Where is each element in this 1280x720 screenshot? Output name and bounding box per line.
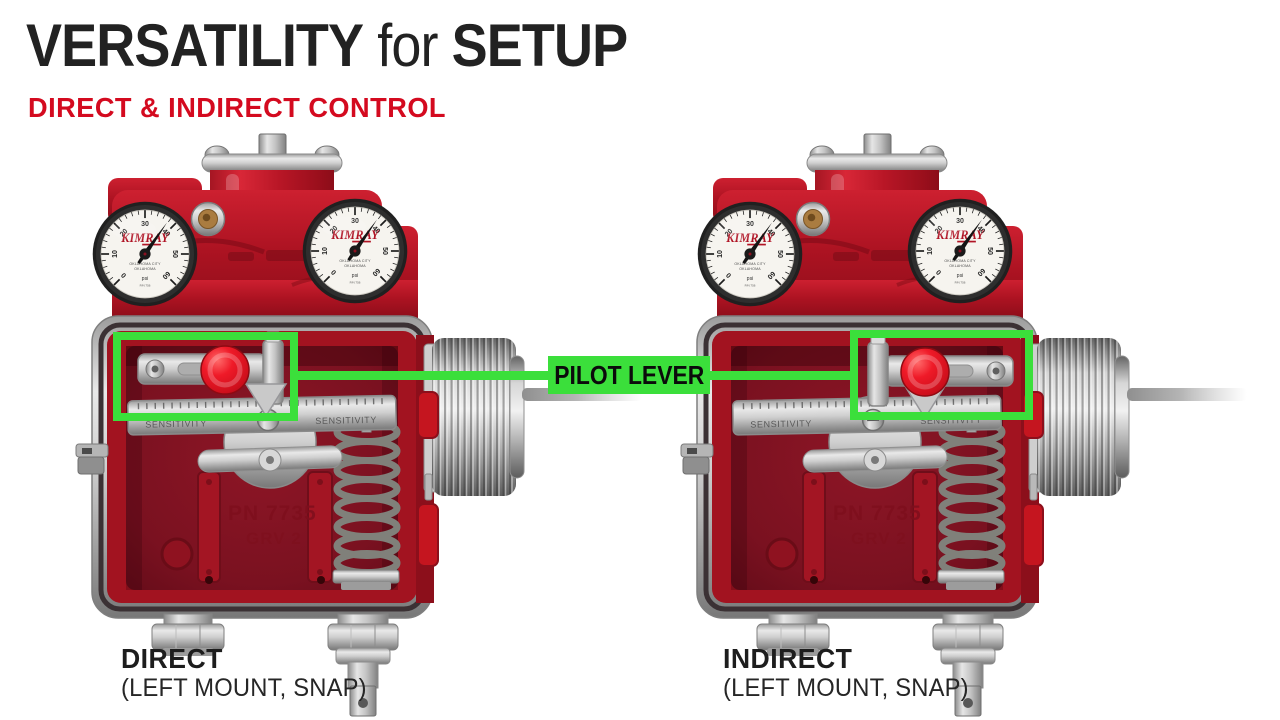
title-word-for: for (377, 12, 438, 79)
page-title: VERSATILITY for SETUP (26, 16, 628, 76)
caption-indirect-title: INDIRECT (723, 643, 853, 674)
caption-direct-subtitle: (LEFT MOUNT, SNAP) (121, 674, 367, 702)
caption-direct: DIRECT (LEFT MOUNT, SNAP) (121, 644, 367, 703)
title-word-setup: SETUP (451, 12, 628, 79)
caption-indirect: INDIRECT (LEFT MOUNT, SNAP) (723, 644, 969, 703)
caption-direct-title: DIRECT (121, 643, 223, 674)
title-word-versatility: VERSATILITY (26, 12, 364, 79)
regulator-direct (80, 130, 655, 720)
pilot-lever-callout: PILOT LEVER (548, 356, 710, 394)
caption-indirect-subtitle: (LEFT MOUNT, SNAP) (723, 674, 969, 702)
regulator-indirect (685, 130, 1260, 720)
callout-line-left (294, 371, 552, 380)
highlight-box-direct-lever (113, 332, 298, 421)
pilot-lever-label: PILOT LEVER (553, 359, 705, 390)
page-subtitle: DIRECT & INDIRECT CONTROL (28, 92, 447, 123)
highlight-box-indirect-lever (850, 330, 1033, 420)
callout-line-right (707, 371, 852, 380)
